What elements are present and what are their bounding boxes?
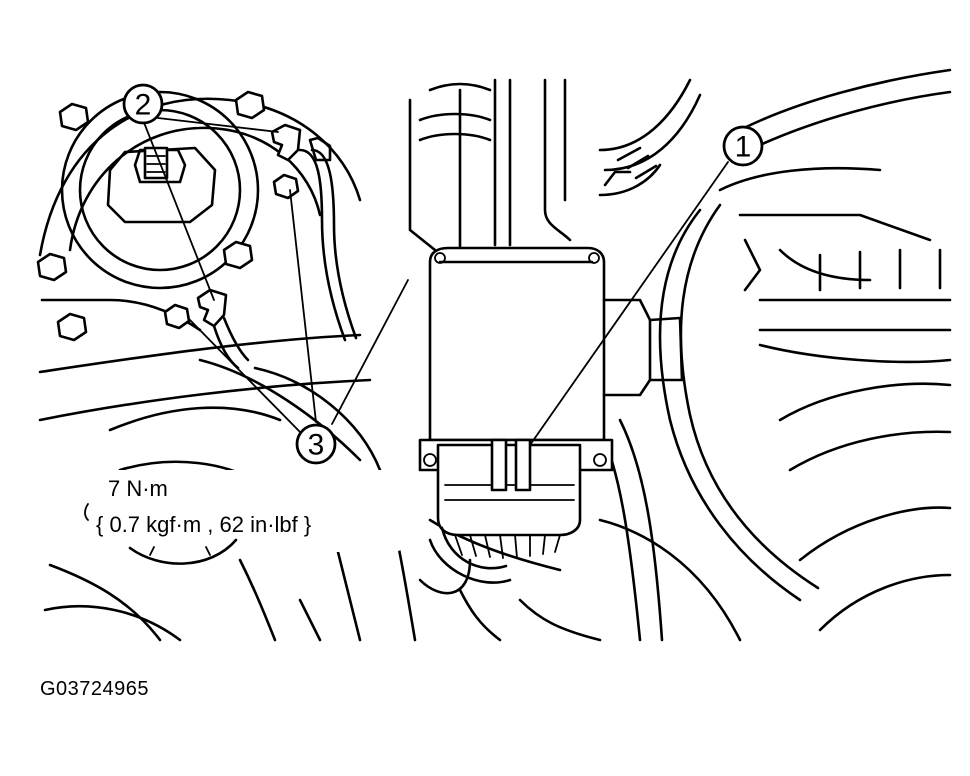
torque-alternate-units: { 0.7 kgf·m , 62 in·lbf } (96, 512, 311, 537)
callout-3: 3 (295, 423, 337, 465)
harness-clips (196, 123, 302, 328)
callout-3-label: 3 (308, 429, 325, 462)
callout-2: 2 (122, 83, 164, 125)
torque-spec-callout: 7 N·m { 0.7 kgf·m , 62 in·lbf } (66, 470, 408, 565)
leader-lines (142, 117, 729, 446)
callout-2-label: 2 (135, 89, 152, 122)
torque-newton-meters: 7 N·m (108, 476, 168, 501)
callout-1-label: 1 (735, 131, 752, 164)
callout-1: 1 (722, 125, 764, 167)
strut-mount-nuts (36, 90, 300, 342)
control-module (418, 246, 684, 595)
figure-id: G03724965 (40, 678, 150, 700)
